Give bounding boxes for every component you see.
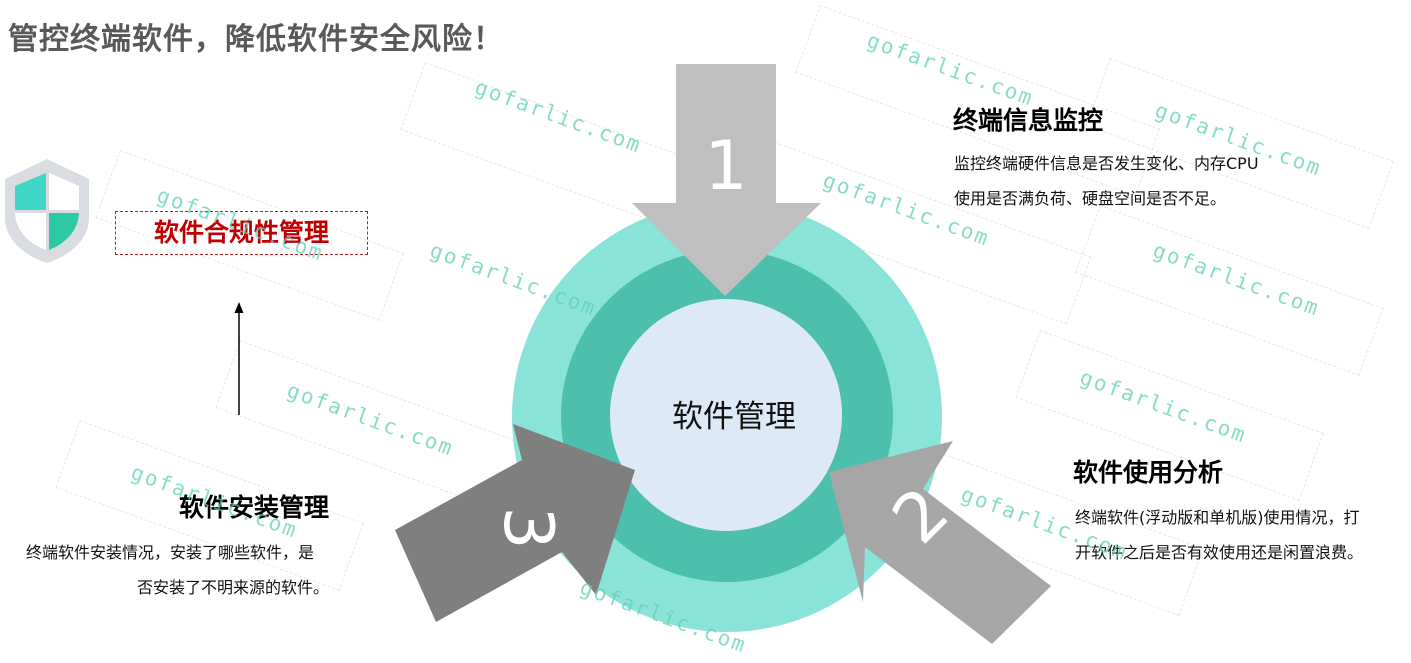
shield-quadrant-top-left (15, 173, 46, 210)
arrow-3-shape (395, 424, 635, 622)
page-title: 管控终端软件，降低软件安全风险！ (8, 22, 504, 57)
center-label: 软件管理 (672, 399, 796, 435)
shield-icon (5, 159, 89, 263)
compliance-label-box: 软件合规性管理 (115, 211, 368, 255)
usage-section-desc-line2: 开软件之后是否有效使用还是闲置浪费。 (1075, 543, 1364, 562)
arrow-3-number: 3 (488, 506, 567, 549)
up-arrow-head (234, 302, 244, 313)
monitor-section-desc-line2: 使用是否满负荷、硬盘空间是否不足。 (954, 189, 1227, 208)
arrow-2-shape (829, 441, 1051, 644)
arrow-1-number: 1 (704, 127, 747, 206)
up-arrow-icon (234, 302, 244, 415)
arrow-1-shape (632, 64, 821, 296)
shield-quadrant-bottom-left (15, 213, 46, 250)
install-section-desc-line1: 终端软件安装情况，安装了哪些软件，是 (26, 543, 315, 562)
shield-quadrant-bottom-right (49, 213, 79, 250)
arrow-3: 3 (395, 424, 635, 622)
monitor-section-desc-line1: 监控终端硬件信息是否发生变化、内存CPU (954, 154, 1259, 173)
shield-quadrant-top-right (49, 173, 79, 210)
arrow-2: 2 (829, 441, 1051, 644)
arrow-1: 1 (632, 64, 821, 296)
ring-group: 软件管理 (512, 202, 942, 632)
usage-section-desc-line1: 终端软件(浮动版和单机版)使用情况，打 (1075, 508, 1360, 527)
usage-section-title: 软件使用分析 (1073, 458, 1224, 487)
center-circle (610, 299, 842, 531)
monitor-section-title: 终端信息监控 (953, 106, 1104, 135)
install-section-desc-line2: 否安装了不明来源的软件。 (137, 578, 330, 597)
install-section-title: 软件安装管理 (179, 493, 330, 522)
shield-outer (5, 159, 89, 263)
